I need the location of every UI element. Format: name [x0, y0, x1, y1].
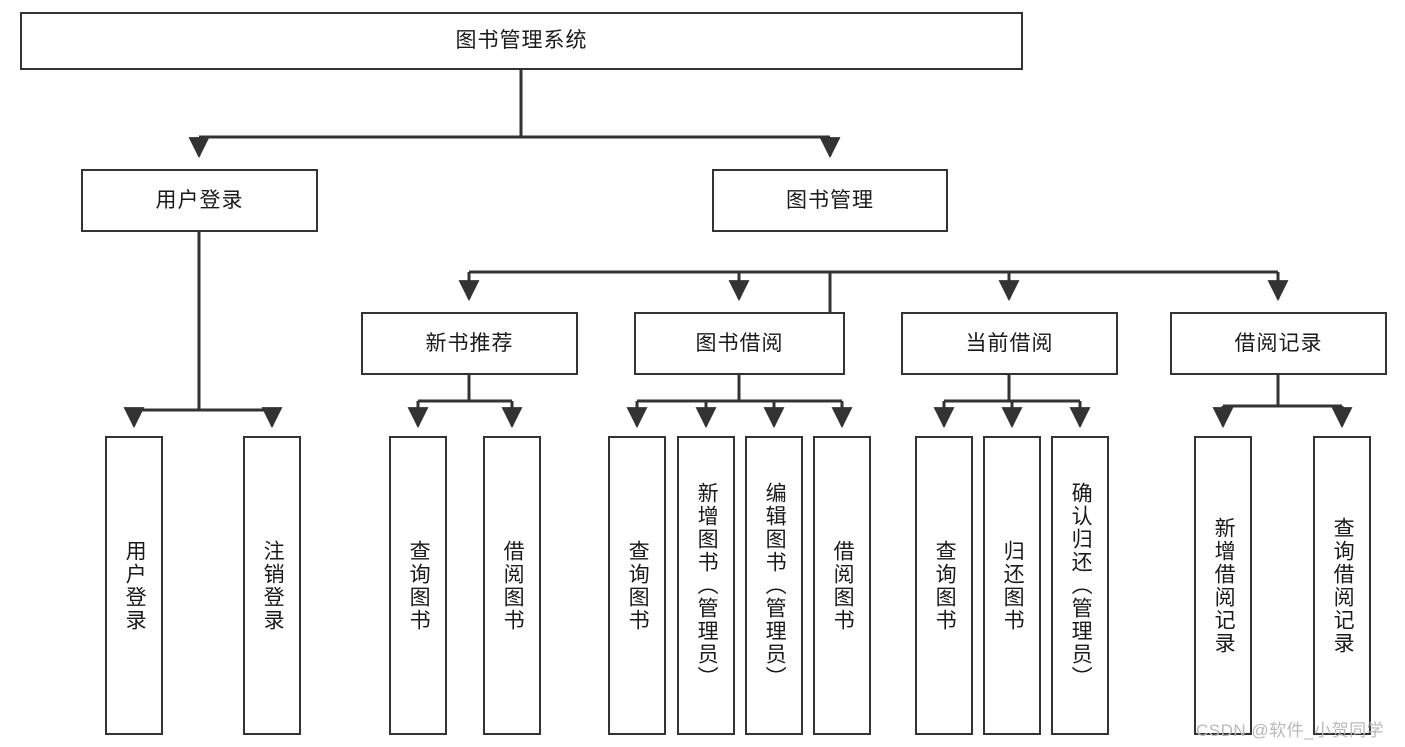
- node-leaf-query-book-2[interactable]: 查询图书: [608, 436, 666, 735]
- node-leaf-user-login[interactable]: 用户登录: [105, 436, 163, 735]
- node-root[interactable]: 图书管理系统: [20, 12, 1023, 70]
- node-leaf-borrow-book-1[interactable]: 借阅图书: [483, 436, 541, 735]
- node-leaf-return-book-label: 归还图书: [1001, 539, 1025, 632]
- node-current-borrow-label: 当前借阅: [965, 331, 1054, 355]
- node-leaf-confirm-return[interactable]: 确认归还（管理员）: [1051, 436, 1109, 735]
- node-leaf-logout-label: 注销登录: [261, 539, 285, 632]
- node-book-borrow[interactable]: 图书借阅: [634, 312, 845, 375]
- node-leaf-edit-book[interactable]: 编辑图书（管理员）: [745, 436, 803, 735]
- node-new-book-rec-label: 新书推荐: [425, 331, 514, 355]
- node-book-borrow-label: 图书借阅: [695, 331, 784, 355]
- csdn-watermark: CSDN @软件_小贺同学: [1196, 721, 1385, 740]
- node-root-label: 图书管理系统: [455, 29, 588, 53]
- node-leaf-query-book-2-label: 查询图书: [626, 539, 650, 632]
- node-book-manage[interactable]: 图书管理: [712, 169, 948, 232]
- node-user-login-label: 用户登录: [155, 188, 244, 212]
- node-leaf-query-record[interactable]: 查询借阅记录: [1313, 436, 1371, 735]
- node-borrow-record-label: 借阅记录: [1234, 331, 1323, 355]
- node-leaf-query-record-label: 查询借阅记录: [1331, 516, 1355, 655]
- node-leaf-add-record[interactable]: 新增借阅记录: [1194, 436, 1252, 735]
- node-leaf-user-login-label: 用户登录: [123, 539, 147, 632]
- node-leaf-query-book-1[interactable]: 查询图书: [389, 436, 447, 735]
- node-leaf-return-book[interactable]: 归还图书: [983, 436, 1041, 735]
- node-book-manage-label: 图书管理: [786, 188, 874, 212]
- node-current-borrow[interactable]: 当前借阅: [901, 312, 1118, 375]
- node-leaf-add-record-label: 新增借阅记录: [1212, 516, 1236, 655]
- node-leaf-logout[interactable]: 注销登录: [243, 436, 301, 735]
- node-leaf-borrow-book-1-label: 借阅图书: [501, 539, 525, 632]
- node-leaf-confirm-return-label: 确认归还（管理员）: [1069, 482, 1093, 689]
- node-leaf-query-book-3-label: 查询图书: [933, 539, 957, 632]
- node-leaf-query-book-3[interactable]: 查询图书: [915, 436, 973, 735]
- node-user-login[interactable]: 用户登录: [81, 169, 318, 232]
- node-new-book-rec[interactable]: 新书推荐: [361, 312, 578, 375]
- node-leaf-borrow-book-2-label: 借阅图书: [831, 539, 855, 632]
- node-leaf-borrow-book-2[interactable]: 借阅图书: [813, 436, 871, 735]
- node-borrow-record[interactable]: 借阅记录: [1170, 312, 1387, 375]
- node-leaf-add-book-label: 新增图书（管理员）: [695, 482, 719, 689]
- node-leaf-edit-book-label: 编辑图书（管理员）: [763, 482, 787, 689]
- node-leaf-query-book-1-label: 查询图书: [407, 539, 431, 632]
- node-leaf-add-book[interactable]: 新增图书（管理员）: [677, 436, 735, 735]
